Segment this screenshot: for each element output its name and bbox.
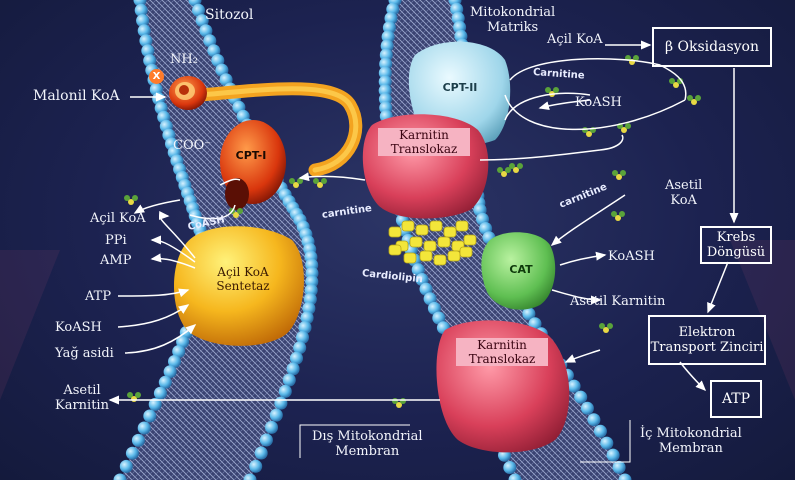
phospholipid-head	[594, 425, 607, 438]
cardiolipin-molecule	[389, 245, 401, 255]
atp-box: ATP	[710, 380, 762, 418]
cardiolipin-molecule	[456, 221, 468, 231]
phospholipid-head	[287, 362, 300, 375]
cardiolipin-molecule	[389, 227, 401, 237]
beta-oxidation-box: β Oksidasyon	[652, 27, 772, 67]
koash-label-left: KoASH	[55, 320, 102, 335]
carnitine-molecule	[517, 163, 523, 169]
cardiolipin-molecule	[420, 251, 432, 261]
carnitine-molecule	[619, 211, 625, 217]
carboxyl-label: COO⁻	[173, 138, 211, 153]
cardiolipin-molecule	[448, 251, 460, 261]
carnitine-molecule	[625, 123, 631, 129]
nh2-terminal-ball	[169, 76, 207, 110]
atp-label-left: ATP	[85, 289, 111, 304]
koash-label-matrix-top: KoASH	[575, 95, 622, 110]
ppi-label: PPi	[105, 233, 127, 248]
amp-label: AMP	[100, 253, 131, 268]
nh2-label: NH₂	[170, 52, 198, 67]
phospholipid-head	[613, 461, 626, 474]
carnitine-molecule	[135, 392, 141, 398]
acetyl-coa-label: Asetil KoA	[665, 178, 702, 208]
cardiolipin-molecule	[402, 221, 414, 231]
acyl-coa-label-left: Açil KoA	[90, 211, 146, 226]
carnitine-molecule	[620, 170, 626, 176]
carnitine-molecule	[297, 178, 303, 184]
phospholipid-head	[255, 447, 268, 460]
carnitine-molecule	[400, 398, 406, 404]
acetyl-carnitine-label-left: Asetil Karnitin	[55, 383, 109, 413]
carnitine-molecule	[695, 95, 701, 101]
phospholipid-head	[138, 422, 151, 435]
carnitine-molecule	[321, 178, 327, 184]
cardiolipin-molecule	[404, 253, 416, 263]
phospholipid-head	[581, 402, 594, 415]
cardiolipin-molecule	[460, 247, 472, 257]
inhibition-mark-icon: X	[149, 69, 164, 84]
phospholipid-head	[154, 387, 167, 400]
phospholipid-head	[574, 391, 587, 404]
phospholipid-head	[503, 461, 516, 474]
cardiolipin-molecule	[464, 235, 476, 245]
malonyl-coa-label: Malonil KoA	[33, 89, 120, 104]
cardiolipin-molecule	[416, 225, 428, 235]
matrix-label: Mitokondrial Matriks	[470, 5, 555, 35]
carnitine-molecule	[607, 323, 613, 329]
translocase-top-label: Karnitin Translokaz	[378, 128, 470, 156]
cat-label: CAT	[496, 264, 546, 276]
phospholipid-head	[587, 413, 600, 426]
carnitine-molecule	[553, 87, 559, 93]
phospholipid-head	[132, 434, 145, 447]
electron-transport-box: Elektron Transport Zinciri	[648, 315, 766, 365]
phospholipid-head	[143, 410, 156, 423]
phospholipid-head	[279, 385, 292, 398]
phospholipid-head	[265, 421, 278, 434]
inner-membrane-label: İç Mitokondrial Membran	[640, 426, 742, 456]
cardiolipin-molecule	[444, 227, 456, 237]
cardiolipin-molecule	[424, 241, 436, 251]
acyl-coa-synthetase-label: Açil KoA Sentetaz	[198, 265, 288, 293]
phospholipid-head	[270, 409, 283, 422]
phospholipid-head	[120, 460, 133, 473]
phospholipid-head	[260, 434, 273, 447]
translocase-bottom-label: Karnitin Translokaz	[456, 338, 548, 366]
krebs-cycle-box: Krebs Döngüsü	[700, 226, 772, 264]
phospholipid-head	[607, 449, 620, 462]
cardiolipin-molecule	[438, 237, 450, 247]
carnitine-molecule	[237, 208, 243, 214]
fatty-acid-label: Yağ asidi	[55, 346, 114, 361]
cardiolipin-molecule	[430, 221, 442, 231]
phospholipid-head	[249, 460, 262, 473]
carnitine-molecule	[132, 195, 138, 201]
acyl-coa-label-matrix: Açil KoA	[547, 32, 603, 47]
phospholipid-head	[600, 437, 613, 450]
cpt1-label: CPT-I	[228, 150, 274, 162]
koash-label-matrix-mid: KoASH	[608, 249, 655, 264]
cardiolipin-molecule	[410, 237, 422, 247]
phospholipid-head	[568, 380, 581, 393]
cpt2-label: CPT-II	[430, 82, 490, 94]
acetyl-carnitine-label-matrix: Asetil Karnitin	[570, 294, 665, 309]
outer-membrane-label: Dış Mitokondrial Membran	[312, 429, 423, 459]
cytosol-label: Sitozol	[205, 8, 253, 23]
phospholipid-head	[283, 374, 296, 387]
cardiolipin-molecule	[434, 255, 446, 265]
phospholipid-head	[274, 397, 287, 410]
phospholipid-head	[126, 447, 139, 460]
